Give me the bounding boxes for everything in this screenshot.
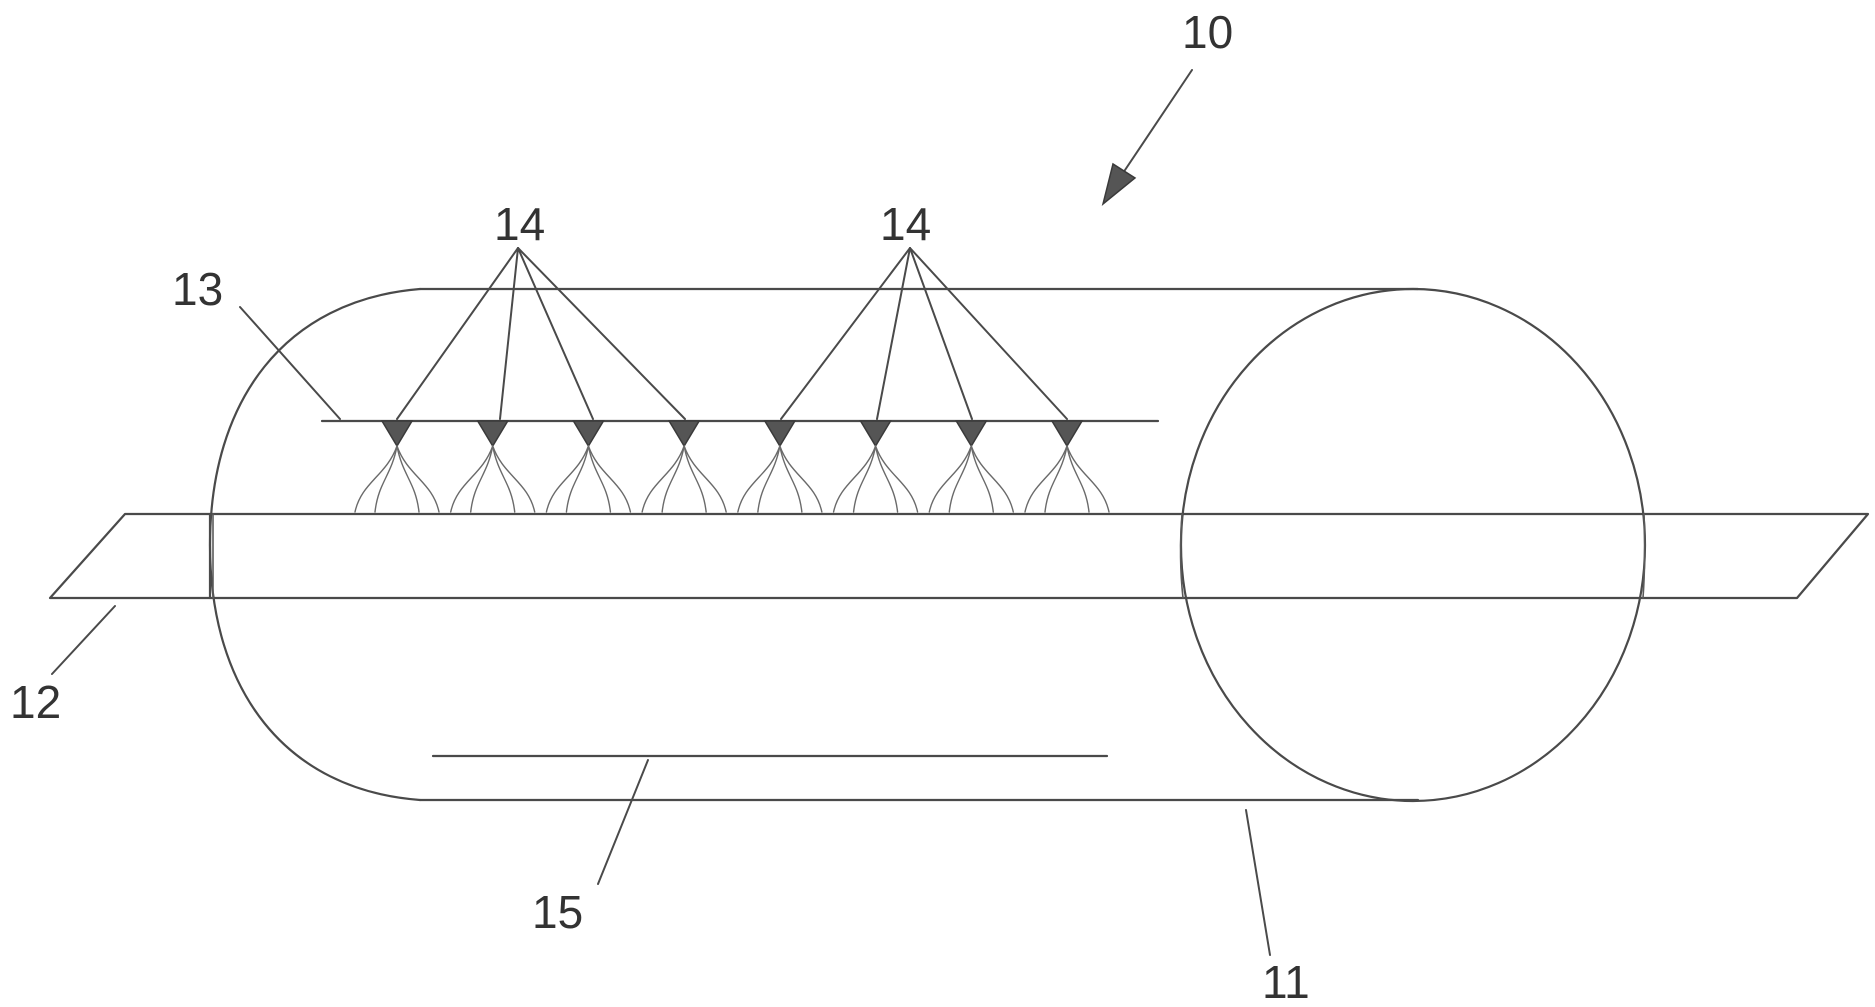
spray-fan bbox=[1025, 446, 1109, 512]
cylindrical-vessel bbox=[210, 289, 1645, 801]
spray-nozzle bbox=[478, 421, 508, 446]
spray-nozzle bbox=[573, 421, 603, 446]
spray-jet bbox=[876, 446, 898, 512]
spray-jet bbox=[375, 446, 397, 512]
spray-jet bbox=[566, 446, 588, 512]
spray-fan bbox=[929, 446, 1013, 512]
spray-jet bbox=[971, 446, 993, 512]
label-bottom-element: 15 bbox=[532, 886, 583, 938]
label-device: 10 bbox=[1182, 6, 1233, 58]
spray-fan bbox=[451, 446, 535, 512]
spray-jet bbox=[758, 446, 780, 512]
spray-fan bbox=[834, 446, 918, 512]
spray-jet bbox=[493, 446, 515, 512]
label-nozzles-1: 14 bbox=[494, 198, 545, 250]
label-vessel: 11 bbox=[1262, 956, 1310, 1007]
spray-nozzle bbox=[1052, 421, 1082, 446]
spray-jet bbox=[684, 446, 706, 512]
spray-fan bbox=[355, 446, 439, 512]
nozzle-row bbox=[355, 421, 1109, 512]
spray-nozzle bbox=[669, 421, 699, 446]
spray-jet bbox=[854, 446, 876, 512]
spray-nozzle bbox=[861, 421, 891, 446]
label-strip: 12 bbox=[10, 676, 61, 728]
label-manifold: 13 bbox=[172, 263, 223, 315]
spray-jet bbox=[1067, 446, 1089, 512]
spray-jet bbox=[588, 446, 610, 512]
spray-jet bbox=[397, 446, 419, 512]
leader-lines bbox=[52, 70, 1270, 955]
spray-jet bbox=[949, 446, 971, 512]
spray-nozzle bbox=[382, 421, 412, 446]
spray-fan bbox=[738, 446, 822, 512]
spray-jet bbox=[471, 446, 493, 512]
spray-jet bbox=[1045, 446, 1067, 512]
arrowhead-icon bbox=[1103, 164, 1135, 204]
spray-jet bbox=[662, 446, 684, 512]
spray-nozzle bbox=[765, 421, 795, 446]
vessel-strip-crossings bbox=[213, 514, 1645, 598]
spray-jet bbox=[780, 446, 802, 512]
label-nozzles-2: 14 bbox=[880, 198, 931, 250]
spray-fan bbox=[642, 446, 726, 512]
metal-strip bbox=[50, 514, 1868, 598]
spray-nozzle bbox=[956, 421, 986, 446]
spray-fan bbox=[546, 446, 630, 512]
